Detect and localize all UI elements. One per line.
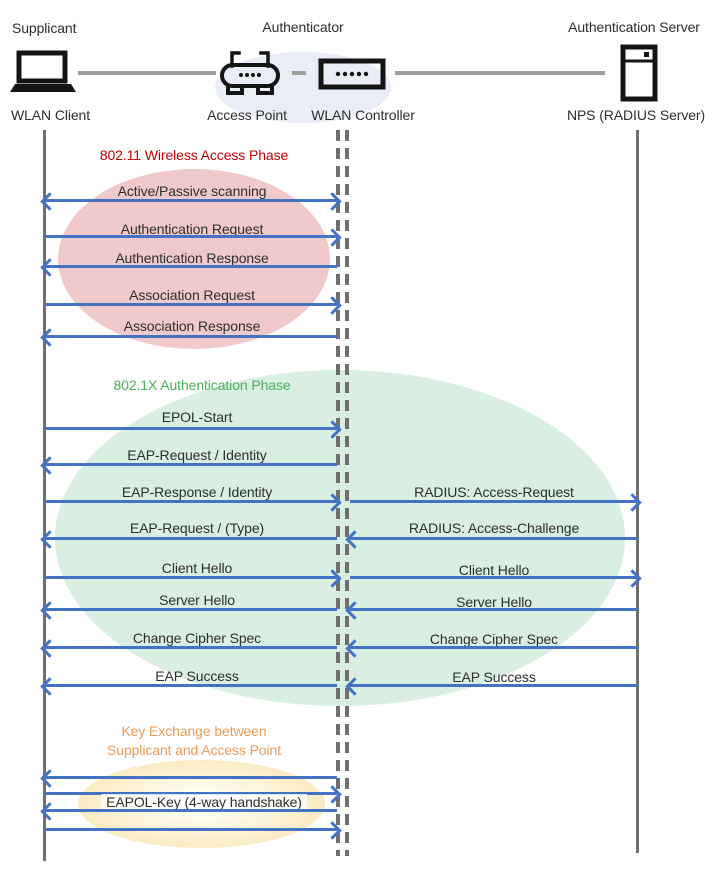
- role-supplicant: Supplicant: [12, 20, 77, 36]
- msg-change-cipher-spec-right: Change Cipher Spec: [429, 631, 559, 647]
- arrow-client-hello-left: [45, 576, 337, 579]
- device-wlan-controller: WLAN Controller: [311, 107, 415, 123]
- connector-ap-to-controller: [292, 71, 306, 75]
- arrow-radius-access-request: [350, 500, 637, 503]
- device-access-point: Access Point: [207, 107, 287, 123]
- msg-authentication-response: Authentication Response: [115, 250, 269, 266]
- arrow-association-request: [45, 303, 337, 306]
- arrow-authentication-response: [45, 265, 337, 268]
- arrow-scanning: [45, 199, 337, 202]
- msg-change-cipher-spec-left: Change Cipher Spec: [132, 630, 262, 646]
- arrow-eapol-key-4: [45, 828, 337, 831]
- msg-association-request: Association Request: [129, 287, 255, 303]
- msg-eap-request-identity: EAP-Request / Identity: [127, 447, 267, 463]
- access-point-icon: [220, 51, 280, 95]
- server-tower-icon: [620, 44, 658, 102]
- msg-eapol-key: EAPOL-Key (4-way handshake): [101, 794, 307, 810]
- msg-server-hello-left: Server Hello: [159, 592, 235, 608]
- arrow-eap-success-right: [350, 684, 637, 687]
- msg-scanning: Active/Passive scanning: [117, 183, 267, 199]
- arrow-eap-request-type: [45, 537, 337, 540]
- arrow-eap-response-identity: [45, 500, 337, 503]
- arrow-eapol-key-3: [45, 809, 337, 812]
- arrow-eapol-key-2: [45, 792, 337, 795]
- role-authenticator: Authenticator: [262, 19, 344, 35]
- msg-authentication-request: Authentication Request: [120, 221, 264, 237]
- msg-epol-start: EPOL-Start: [161, 409, 233, 425]
- arrow-radius-access-challenge: [350, 537, 637, 540]
- laptop-icon: [10, 50, 76, 92]
- connector-client-to-ap: [78, 71, 216, 75]
- arrow-eapol-key-1: [45, 776, 337, 779]
- device-wlan-client: WLAN Client: [11, 107, 91, 123]
- msg-association-response: Association Response: [123, 318, 261, 334]
- arrow-server-hello-right: [350, 608, 637, 611]
- phase-title-wireless-access: 802.11 Wireless Access Phase: [99, 147, 289, 163]
- lifeline-authenticator-right: [345, 130, 349, 856]
- arrow-client-hello-right: [350, 576, 637, 579]
- arrow-eap-success-left: [45, 684, 337, 687]
- arrow-association-response: [45, 335, 337, 338]
- msg-eap-success-right: EAP Success: [452, 669, 536, 685]
- msg-radius-access-request: RADIUS: Access-Request: [414, 484, 574, 500]
- msg-eap-response-identity: EAP-Response / Identity: [121, 484, 273, 500]
- arrow-eap-request-identity: [45, 463, 337, 466]
- arrow-authentication-request: [45, 235, 337, 238]
- msg-radius-access-challenge: RADIUS: Access-Challenge: [408, 520, 580, 536]
- lifeline-supplicant: [43, 130, 46, 861]
- arrow-change-cipher-spec-left: [45, 646, 337, 649]
- msg-client-hello-left: Client Hello: [161, 560, 233, 576]
- role-authentication-server: Authentication Server: [568, 19, 700, 35]
- phase-title-key-exchange-line1: Key Exchange between: [121, 723, 267, 739]
- phase-title-key-exchange-line2: Supplicant and Access Point: [107, 742, 281, 758]
- device-nps: NPS (RADIUS Server): [566, 107, 706, 123]
- msg-server-hello-right: Server Hello: [456, 594, 532, 610]
- msg-eap-success-left: EAP Success: [155, 668, 239, 684]
- wlan-controller-icon: [318, 58, 386, 90]
- arrow-change-cipher-spec-right: [350, 646, 637, 649]
- msg-eap-request-type: EAP-Request / (Type): [129, 520, 265, 536]
- connector-controller-to-server: [395, 71, 605, 75]
- arrow-epol-start: [45, 427, 337, 430]
- phase-title-dot1x-auth: 802.1X Authentication Phase: [113, 377, 291, 393]
- lifeline-authenticator-left: [336, 130, 340, 856]
- lifeline-auth-server: [636, 130, 639, 853]
- msg-client-hello-right: Client Hello: [458, 562, 530, 578]
- arrow-server-hello-left: [45, 608, 337, 611]
